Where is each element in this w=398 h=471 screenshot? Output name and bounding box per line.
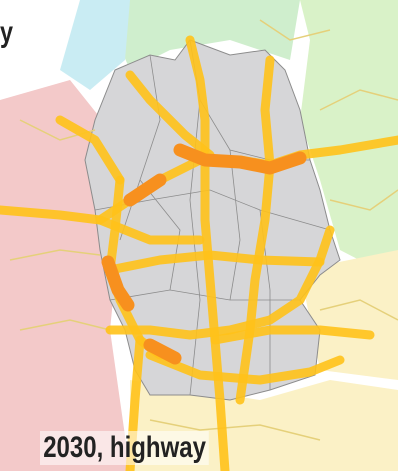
congested-segment (101, 255, 135, 312)
highway-segment (145, 350, 345, 385)
highway-segment (105, 250, 325, 275)
highway-segment (235, 160, 275, 405)
highway-segment (200, 155, 230, 471)
minor-roads (9, 19, 398, 441)
map-caption: 2030, highway (40, 431, 210, 465)
highway-segment (105, 225, 335, 340)
highway-segment (210, 325, 375, 345)
highway-segment (185, 35, 210, 155)
neighbor-east-region (300, 0, 398, 280)
corner-label: y (0, 16, 14, 49)
congested-segment (123, 173, 167, 207)
highway-segment (55, 115, 125, 185)
neighbor-south-region (300, 250, 398, 380)
congested-segment (173, 143, 307, 175)
neighbor-north-region (100, 0, 300, 70)
highway-segment (260, 55, 275, 170)
highway-segment (125, 70, 215, 160)
country-region (84, 39, 341, 401)
congested-segment (143, 338, 182, 365)
highway-segment (95, 215, 205, 245)
sea-region (60, 0, 130, 90)
congested-sections (101, 143, 307, 365)
